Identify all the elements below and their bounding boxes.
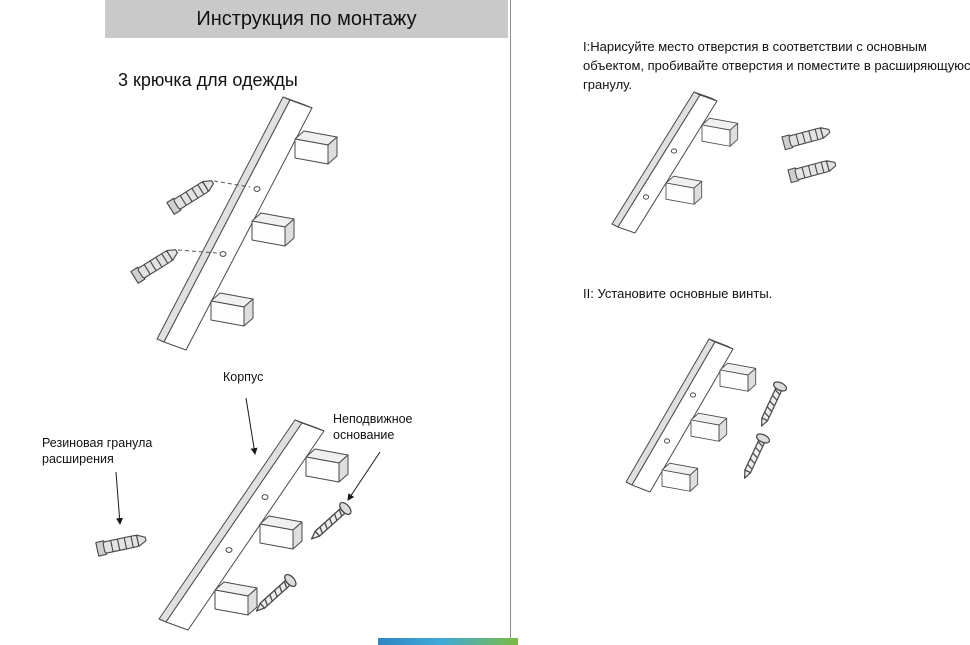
- screw: [737, 431, 772, 482]
- wall-anchor: [130, 244, 181, 284]
- step1-instruction: I:Нарисуйте место отверстия в соответств…: [583, 39, 970, 92]
- mounting-hole: [663, 438, 671, 444]
- mounting-hole: [642, 194, 650, 200]
- screw: [251, 571, 299, 617]
- hook: [210, 292, 254, 327]
- step1-diagram-svg: [611, 91, 838, 234]
- label-fixed-base: Неподвижное основание: [333, 412, 413, 442]
- parts-diagram: Корпус Резиновая гранула расширения Непо…: [30, 368, 460, 638]
- mounting-hole: [253, 186, 261, 192]
- wall-anchor: [95, 531, 148, 557]
- step1-diagram: [595, 85, 865, 250]
- mounting-hole: [219, 251, 227, 257]
- korpus-arrow: [245, 397, 258, 456]
- hook: [690, 412, 728, 442]
- step2-diagram: [615, 320, 865, 515]
- hook: [305, 448, 349, 483]
- hook: [719, 362, 757, 392]
- wall-anchor: [787, 157, 838, 184]
- parts-diagram-svg: [95, 397, 381, 631]
- label-expansion-granule: Резиновая гранула расширения: [42, 436, 153, 466]
- leader-line: [213, 180, 251, 188]
- screw: [754, 379, 789, 430]
- overview-diagram: [100, 92, 360, 362]
- rail-plate: [156, 96, 313, 351]
- hook: [214, 581, 258, 616]
- step2-diagram-svg: [625, 338, 789, 493]
- mounting-hole: [670, 148, 678, 154]
- mounting-hole: [225, 547, 233, 553]
- hook: [661, 462, 699, 492]
- mounting-hole: [689, 392, 697, 398]
- brand-color-strip: [378, 638, 518, 645]
- screw: [306, 499, 354, 545]
- label-body: Корпус: [223, 370, 264, 384]
- granule-arrow: [115, 471, 124, 526]
- page-title: Инструкция по монтажу: [196, 7, 417, 30]
- rail-plate: [625, 338, 734, 493]
- step2-instruction: II: Установите основные винты.: [583, 286, 773, 301]
- overview-diagram-svg: [130, 96, 338, 351]
- hook: [251, 212, 295, 247]
- wall-anchor: [781, 124, 832, 151]
- mounting-hole: [261, 494, 269, 500]
- wall-anchor: [166, 175, 217, 215]
- rail-plate: [158, 419, 325, 631]
- hook: [665, 175, 703, 205]
- page-header: Инструкция по монтажу: [105, 0, 508, 38]
- product-subtitle: 3 крючка для одежды: [118, 70, 298, 90]
- base-arrow: [347, 451, 381, 501]
- hook: [294, 130, 338, 165]
- hook: [259, 515, 303, 550]
- rail-plate: [611, 91, 718, 234]
- column-divider: [510, 0, 511, 645]
- hook: [701, 117, 739, 147]
